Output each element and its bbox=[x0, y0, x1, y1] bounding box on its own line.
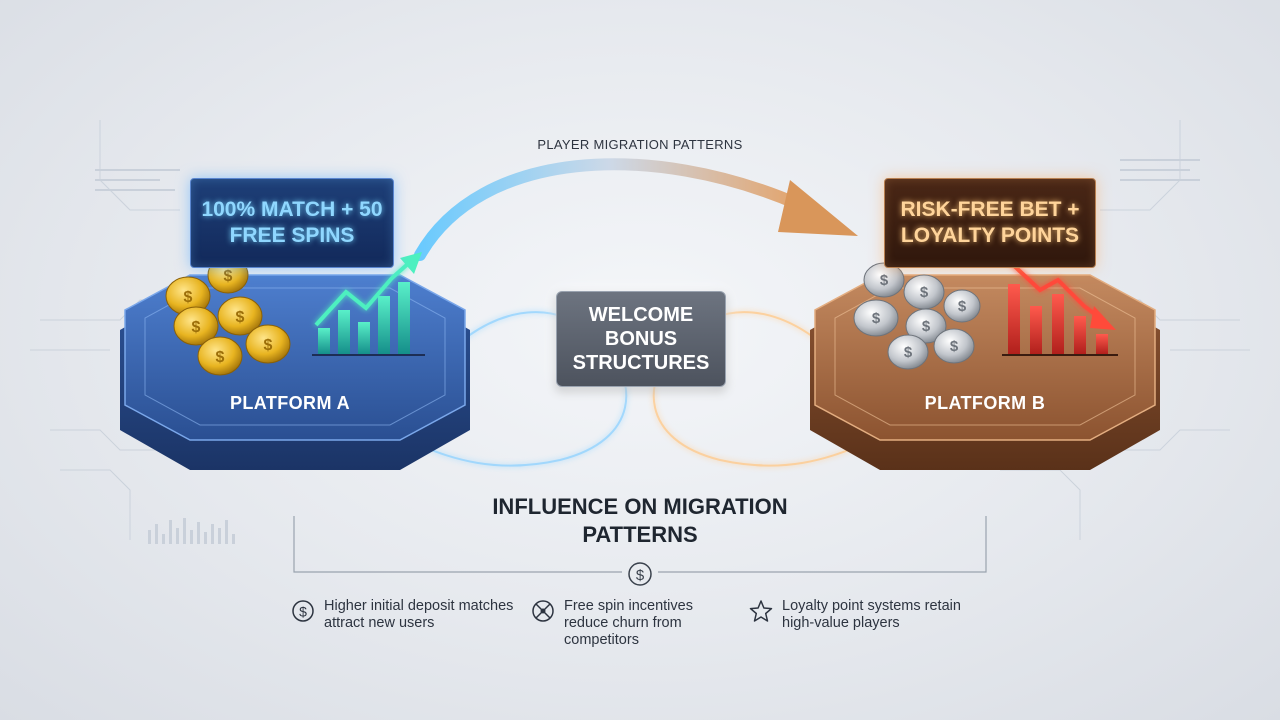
text-lines-right bbox=[1120, 159, 1200, 181]
svg-text:$: $ bbox=[920, 284, 929, 301]
svg-text:$: $ bbox=[224, 268, 233, 285]
svg-text:$: $ bbox=[236, 309, 245, 326]
svg-text:$: $ bbox=[880, 272, 889, 289]
connection-lines bbox=[399, 311, 881, 467]
spin-wheel-icon bbox=[532, 600, 554, 622]
bracket-dollar-icon: $ bbox=[628, 562, 652, 586]
svg-text:$: $ bbox=[872, 310, 881, 327]
svg-text:$: $ bbox=[950, 338, 959, 355]
mini-bars-left bbox=[148, 518, 235, 544]
svg-text:$: $ bbox=[264, 337, 273, 354]
text-lines-left bbox=[95, 169, 180, 191]
svg-text:$: $ bbox=[216, 349, 225, 366]
svg-text:$: $ bbox=[904, 344, 913, 361]
bracket-line bbox=[293, 516, 987, 573]
svg-text:$: $ bbox=[299, 604, 307, 620]
feature-free-spins: Free spin incentives reduce churn from c… bbox=[530, 598, 730, 649]
dollar-circle-icon: $ bbox=[292, 600, 314, 622]
feature-loyalty: Loyalty point systems retain high-value … bbox=[748, 598, 978, 632]
platform-b-base bbox=[810, 274, 1160, 470]
decline-chart-icon bbox=[1002, 260, 1118, 356]
svg-text:$: $ bbox=[922, 318, 931, 335]
influence-title: INFLUENCE ON MIGRATION PATTERNS bbox=[492, 494, 788, 547]
feature-text: Higher initial deposit matches attract n… bbox=[324, 598, 514, 631]
silver-coins-icon: $ $ $ $ $ $ $ bbox=[853, 262, 981, 370]
svg-text:$: $ bbox=[636, 567, 645, 584]
star-icon bbox=[749, 600, 773, 622]
svg-text:$: $ bbox=[192, 319, 201, 336]
feature-text: Loyalty point systems retain high-value … bbox=[782, 598, 961, 631]
feature-deposit-match: $ Higher initial deposit matches attract… bbox=[290, 598, 520, 632]
migration-arrow-icon bbox=[414, 158, 858, 261]
platform-a-bonus-box: 100% MATCH + 50 FREE SPINS bbox=[190, 178, 394, 268]
growth-chart-icon bbox=[312, 252, 425, 356]
feature-text: Free spin incentives reduce churn from c… bbox=[564, 598, 693, 648]
gold-coins-icon: $ $ $ $ $ $ bbox=[165, 256, 291, 376]
migration-patterns-label: PLAYER MIGRATION PATTERNS bbox=[537, 137, 743, 152]
svg-text:$: $ bbox=[184, 289, 193, 306]
svg-text:$: $ bbox=[958, 298, 967, 315]
welcome-bonus-structures-box: WELCOME BONUS STRUCTURES bbox=[556, 291, 726, 387]
platform-b-label: PLATFORM B bbox=[924, 393, 1046, 413]
platform-a-label: PLATFORM A bbox=[230, 393, 350, 413]
platform-b-bonus-box: RISK-FREE BET + LOYALTY POINTS bbox=[884, 178, 1096, 268]
